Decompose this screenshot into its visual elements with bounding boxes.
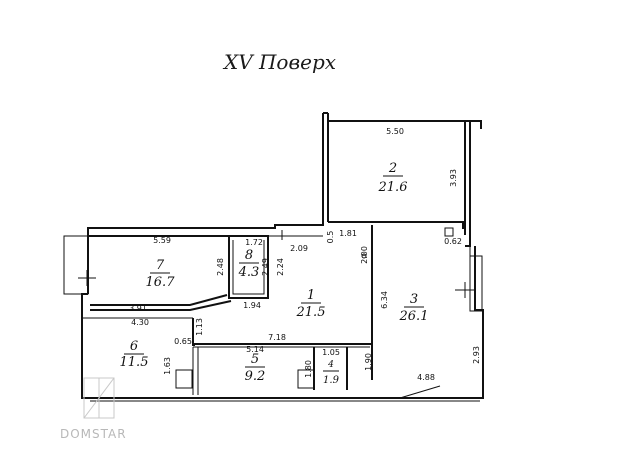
room-4-area: 1.9 — [323, 375, 340, 386]
dim-corridor-181: 1.81 — [339, 229, 357, 238]
dim-r4-height: 1.90 — [364, 353, 373, 371]
dim-r4-width: 1.05 — [322, 348, 340, 357]
dim-r3-wall: 2.00 — [360, 246, 369, 264]
walls — [63, 112, 484, 402]
room-5-number: 5 — [251, 352, 259, 367]
room-2-area: 21.6 — [378, 180, 408, 195]
room-3-number: 3 — [410, 292, 418, 307]
room-8-area: 4.3 — [238, 265, 260, 280]
dim-r6-small: 0.65 — [174, 337, 192, 346]
dim-r7-height: 2.48 — [216, 258, 225, 276]
dim-r1-slope: 1.94 — [243, 301, 261, 310]
room-8-number: 8 — [245, 248, 253, 263]
dim-r3-height: 6.34 — [380, 291, 389, 309]
room-6-area: 11.5 — [120, 355, 149, 370]
room-1-number: 1 — [307, 288, 315, 303]
dim-r3-width: 4.88 — [417, 373, 435, 382]
dim-r6-height: 1.63 — [163, 357, 172, 375]
dim-r3-side: 2.93 — [472, 346, 481, 364]
room-7-area: 16.7 — [146, 275, 176, 290]
watermark-text: DOMSTAR — [60, 427, 127, 441]
room-3-area: 26.1 — [399, 309, 429, 324]
dim-corridor-224: 2.24 — [276, 258, 285, 276]
dim-r2-height: 3.93 — [449, 169, 458, 187]
room-5-area: 9.2 — [245, 369, 266, 384]
room-6-number: 6 — [130, 339, 138, 354]
dim-r7-width-bottom: 3.91 — [129, 304, 147, 313]
dim-corridor-05: 0.5 — [326, 231, 335, 244]
dim-r3-notch: 0.62 — [444, 237, 462, 246]
floor-title: XV Поверх — [223, 50, 337, 74]
dim-r5-width: 5.14 — [246, 345, 264, 354]
room-7-number: 7 — [156, 258, 165, 273]
room-1-area: 21.5 — [296, 305, 326, 320]
room-2-number: 2 — [388, 161, 397, 176]
dim-r1-bottom: 7.18 — [268, 333, 286, 342]
fixtures — [78, 227, 475, 399]
dim-r5-height: 1.80 — [304, 360, 313, 378]
dim-r6-width: 4.30 — [131, 318, 149, 327]
watermark-logo — [83, 377, 115, 419]
label-dividers — [124, 175, 424, 372]
dim-r2-width: 5.50 — [386, 127, 404, 136]
dim-r7-width-top: 5.59 — [153, 236, 171, 245]
dim-r8-width: 1.72 — [245, 238, 263, 247]
room-4-number: 4 — [327, 360, 334, 370]
dim-r8-height: 2.49 — [261, 258, 270, 276]
dim-r6-depth: 1.13 — [195, 318, 204, 336]
dim-corridor-209: 2.09 — [290, 244, 308, 253]
